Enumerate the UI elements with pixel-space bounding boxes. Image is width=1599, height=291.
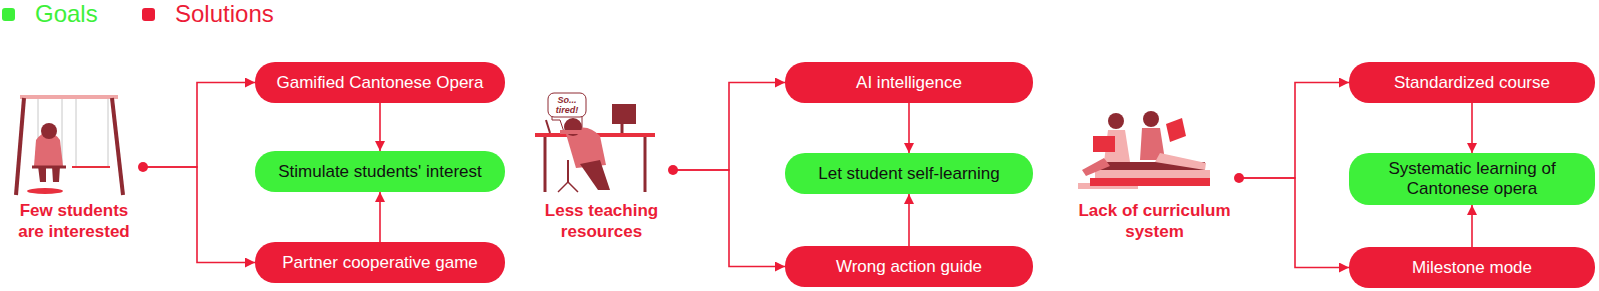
box-label: Let student self-learning (818, 164, 999, 184)
reading-students-illustration (1155, 153, 1206, 170)
connector-arrow (673, 83, 785, 171)
legend-swatch (2, 8, 15, 21)
problem-label: Less teaching resources (530, 200, 673, 242)
swing-illustration (112, 98, 123, 195)
solution-box: AI intelligence (785, 62, 1033, 103)
goal-box: Let student self-learning (785, 153, 1033, 194)
reading-students-illustration (1166, 118, 1186, 142)
junction-dot (668, 165, 678, 175)
box-label: Stimulate students' interest (278, 162, 482, 182)
goal-box: Systematic learning of Cantonese opera (1349, 153, 1595, 205)
legend-swatch (142, 8, 155, 21)
problem-label: Lack of curriculum system (1070, 200, 1239, 242)
legend-text: Solutions (175, 0, 274, 28)
solution-box: Gamified Cantonese Opera (255, 62, 505, 103)
tired-student-illustration (644, 137, 647, 192)
tired-student-illustration (612, 104, 636, 124)
swing-illustration (16, 98, 24, 195)
tired-student-illustration (567, 160, 569, 182)
solution-box: Milestone mode (1349, 247, 1595, 288)
swing-illustration (72, 166, 110, 168)
solution-box: Standardized course (1349, 62, 1595, 103)
solution-box: Wrong action guide (785, 246, 1033, 287)
tired-student-illustration (568, 182, 578, 192)
problem-node: Less teaching resources (530, 90, 673, 245)
reading-students-illustration (1090, 178, 1210, 186)
junction-dot (1234, 173, 1244, 183)
connector-arrow (379, 192, 381, 242)
legend-item: Solutions (142, 0, 274, 28)
swing-illustration (27, 188, 63, 194)
swing-illustration (20, 95, 118, 99)
connector-arrow (1239, 83, 1349, 179)
tired-student-illustration (580, 160, 610, 190)
connector-arrow (1239, 178, 1349, 268)
reading-students-illustration (1095, 170, 1210, 178)
connector-arrow (379, 103, 381, 151)
tired-student-illustration (546, 120, 550, 133)
box-label: AI intelligence (856, 73, 962, 93)
box-label: Standardized course (1394, 73, 1550, 93)
connector-arrow (1471, 103, 1473, 153)
swing-illustration (41, 123, 57, 139)
box-label: Milestone mode (1412, 258, 1532, 278)
reading-students-illustration (1108, 113, 1124, 129)
swing-illustration (76, 99, 77, 166)
swing-illustration (16, 97, 123, 195)
solution-box: Partner cooperative game (255, 242, 505, 283)
reading-students-illustration (1078, 111, 1210, 189)
junction-dot (138, 162, 148, 172)
tired-student-illustration (560, 130, 590, 134)
reading-students-illustration (1143, 111, 1159, 127)
connector-arrow (908, 103, 910, 153)
swing-illustration (108, 99, 109, 166)
connector-arrow (143, 167, 255, 263)
tired-student-illustration (548, 93, 586, 117)
box-label: Systematic learning of Cantonese opera (1369, 159, 1575, 199)
box-label: Gamified Cantonese Opera (277, 73, 484, 93)
problem-label: Few students are interested (5, 200, 143, 242)
problem-node: Lack of curriculum system (1070, 90, 1239, 245)
box-label: Wrong action guide (836, 257, 982, 277)
legend-item: Goals (2, 0, 98, 28)
connector-arrow (673, 170, 785, 267)
tired-student-illustration (535, 93, 655, 192)
goal-box: Stimulate students' interest (255, 151, 505, 192)
box-label: Partner cooperative game (282, 253, 478, 273)
legend-text: Goals (35, 0, 98, 28)
connector-arrow (908, 194, 910, 246)
connector-arrow (1471, 205, 1473, 247)
reading-students-illustration (1093, 136, 1115, 152)
speech-bubble-text: So... tired! (548, 95, 586, 115)
swing-illustration (32, 166, 66, 169)
connector-arrow (143, 83, 255, 168)
tired-student-illustration (621, 124, 624, 133)
tired-student-illustration (544, 137, 547, 192)
tired-student-illustration (558, 182, 568, 192)
reading-students-illustration (1082, 158, 1110, 176)
problem-node: Few students are interested (5, 90, 143, 245)
